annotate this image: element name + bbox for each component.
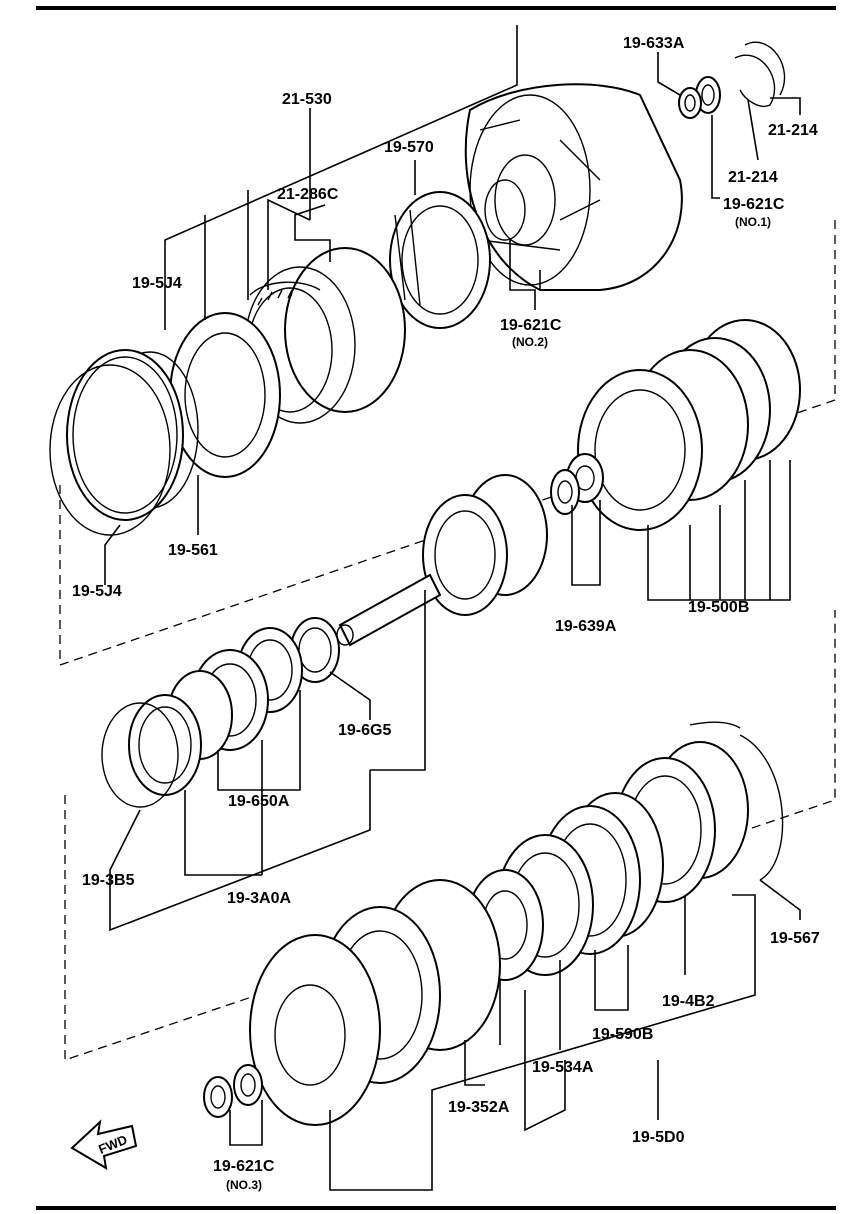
label-19-639A: 19-639A bbox=[555, 618, 617, 635]
label-19-621C-no2-sub: (NO.2) bbox=[512, 335, 548, 349]
label-19-621C-no3-sub: (NO.3) bbox=[226, 1178, 262, 1192]
label-19-561: 19-561 bbox=[168, 542, 218, 559]
label-19-3A0A: 19-3A0A bbox=[227, 890, 291, 907]
label-19-5J4-b: 19-5J4 bbox=[72, 583, 122, 600]
label-19-4B2: 19-4B2 bbox=[662, 993, 715, 1010]
label-19-633A: 19-633A bbox=[623, 35, 685, 52]
snap-rings-21-214 bbox=[734, 41, 786, 107]
label-19-500B: 19-500B bbox=[688, 599, 749, 616]
snap-ring-19-3B5 bbox=[101, 702, 179, 808]
label-19-352A: 19-352A bbox=[448, 1099, 510, 1116]
piston-21-530 bbox=[244, 247, 406, 424]
gear-19-3A0A bbox=[128, 694, 202, 796]
label-19-5D0: 19-5D0 bbox=[632, 1129, 685, 1146]
label-19-621C-no2: 19-621C bbox=[500, 317, 562, 334]
label-21-214-b: 21-214 bbox=[728, 169, 778, 186]
washer-19-633A bbox=[678, 87, 702, 119]
label-21-530: 21-530 bbox=[282, 91, 332, 108]
spring-21-286C bbox=[249, 281, 321, 306]
label-19-621C-no3: 19-621C bbox=[213, 1158, 275, 1175]
clutch-housing bbox=[464, 83, 683, 291]
part-labels: 19-633A 21-214 21-214 19-621C (NO.1) 21-… bbox=[72, 35, 820, 1192]
label-19-567: 19-567 bbox=[770, 930, 820, 947]
leader-lines bbox=[104, 25, 801, 1191]
snap-ring-19-5J4-a bbox=[66, 349, 184, 521]
label-21-214-a: 21-214 bbox=[768, 122, 818, 139]
fwd-arrow-icon: FWD bbox=[70, 1119, 138, 1170]
label-19-650A: 19-650A bbox=[228, 793, 290, 810]
drum-19-570 bbox=[389, 191, 491, 329]
label-19-5J4-a: 19-5J4 bbox=[132, 275, 182, 292]
label-19-534A: 19-534A bbox=[532, 1059, 594, 1076]
washers-19-639A bbox=[550, 453, 604, 515]
label-19-621C-no1-sub: (NO.1) bbox=[735, 215, 771, 229]
clutch-plates-19-500B bbox=[577, 319, 801, 531]
snap-ring-19-567 bbox=[689, 721, 784, 881]
snap-ring-19-5J4-b bbox=[49, 364, 171, 536]
bearing-19-6G5 bbox=[290, 617, 340, 683]
hub-and-shaft bbox=[336, 474, 548, 647]
label-19-570: 19-570 bbox=[384, 139, 434, 156]
bearing-19-621C-no3 bbox=[203, 1064, 263, 1118]
label-19-3B5: 19-3B5 bbox=[82, 872, 135, 889]
label-19-6G5: 19-6G5 bbox=[338, 722, 391, 739]
label-19-621C-no1: 19-621C bbox=[723, 196, 785, 213]
label-19-590B: 19-590B bbox=[592, 1026, 653, 1043]
label-21-286C: 21-286C bbox=[277, 186, 339, 203]
piston-19-5D0 bbox=[249, 879, 501, 1126]
